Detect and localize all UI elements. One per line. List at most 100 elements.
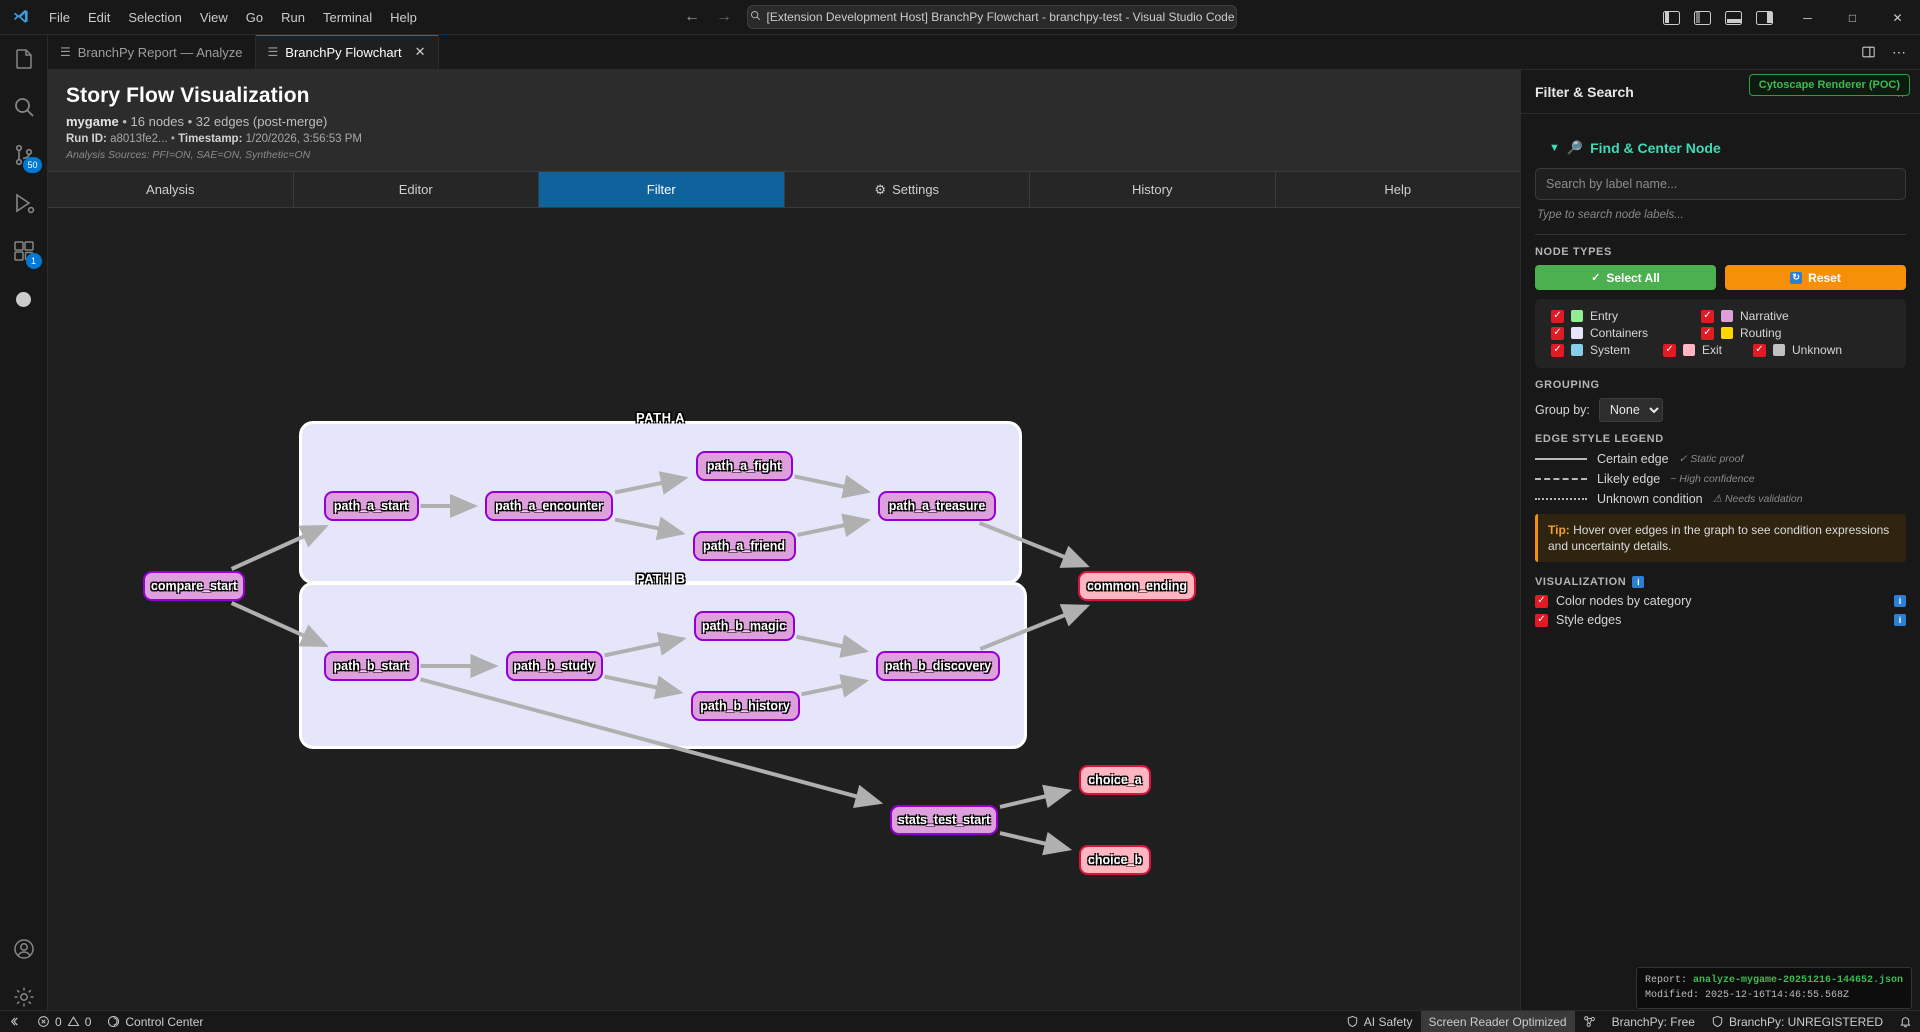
graph-edge-compare_start-to-path_a_start[interactable] [230, 524, 329, 571]
graph-node-path_b_discovery[interactable]: path_b_discovery [876, 651, 1000, 681]
node-type-containers[interactable]: ✓ Containers [1551, 326, 1701, 340]
branchpy-unregistered-button[interactable]: BranchPy: UNREGISTERED [1703, 1011, 1891, 1032]
checkbox-style-edges[interactable]: ✓ [1535, 613, 1548, 627]
menu-run[interactable]: Run [281, 9, 305, 25]
find-center-node-header[interactable]: ▼ 🔎 Find & Center Node [1549, 140, 1906, 156]
back-arrow-icon[interactable]: ← [684, 8, 700, 25]
checkbox-unknown[interactable]: ✓ [1753, 343, 1766, 357]
checkbox-exit[interactable]: ✓ [1663, 343, 1676, 357]
close-window-button[interactable]: ✕ [1892, 10, 1903, 25]
more-actions-icon[interactable]: ⋯ [1892, 43, 1906, 60]
activity-source-control-icon[interactable]: 50 [0, 131, 48, 179]
graph-edge-path_b_history-to-path_b_discovery[interactable] [801, 674, 870, 698]
branchpy-free-button[interactable]: BranchPy: Free [1604, 1011, 1703, 1032]
notifications-bell-icon[interactable] [1891, 1011, 1920, 1032]
toggle-panel-bottom-icon[interactable] [1725, 10, 1742, 25]
checkbox-system[interactable]: ✓ [1551, 343, 1564, 357]
node-type-system[interactable]: ✓ System [1551, 343, 1663, 357]
graph-edge-stats_test_start-to-choice_a[interactable] [999, 784, 1073, 809]
graph-node-path_a_fight[interactable]: path_a_fight [695, 451, 793, 481]
screen-reader-button[interactable]: Screen Reader Optimized [1420, 1010, 1575, 1032]
node-type-unknown[interactable]: ✓ Unknown [1753, 343, 1842, 357]
tab-branchpy-report[interactable]: ☰ BranchPy Report — Analyze [48, 35, 256, 69]
viz-option-style-edges[interactable]: ✓ Style edges i [1535, 613, 1906, 627]
activity-extensions-icon[interactable]: 1 [0, 227, 48, 275]
menu-go[interactable]: Go [245, 9, 264, 25]
toggle-panel-left-icon[interactable] [1694, 10, 1711, 25]
checkbox-routing[interactable]: ✓ [1701, 326, 1714, 340]
checkbox-entry[interactable]: ✓ [1551, 309, 1564, 323]
minimize-button[interactable]: ─ [1803, 10, 1812, 25]
graph-edge-path_a_friend-to-path_a_treasure[interactable] [797, 513, 872, 538]
graph-node-path_a_start[interactable]: path_a_start [323, 491, 419, 521]
command-center[interactable]: [Extension Development Host] BranchPy Fl… [747, 5, 1237, 29]
node-type-entry[interactable]: ✓ Entry [1551, 309, 1701, 323]
graph-edge-path_a_treasure-to-common_ending[interactable] [978, 521, 1090, 568]
tab-filter[interactable]: Filter [539, 172, 785, 207]
activity-run-debug-icon[interactable] [0, 179, 48, 227]
graph-node-path_a_encounter[interactable]: path_a_encounter [485, 491, 613, 521]
activity-custom-icon[interactable] [0, 275, 48, 323]
node-type-routing[interactable]: ✓ Routing [1701, 326, 1781, 340]
graph-node-stats_test_start[interactable]: stats_test_start [890, 805, 998, 835]
reset-button[interactable]: ↻ Reset [1725, 265, 1906, 290]
menu-terminal[interactable]: Terminal [323, 9, 373, 25]
viz-option-color-nodes[interactable]: ✓ Color nodes by category i [1535, 594, 1906, 608]
graph-node-choice_a[interactable]: choice_a [1079, 765, 1151, 795]
toggle-primary-sidebar-icon[interactable] [1663, 10, 1680, 25]
menu-view[interactable]: View [199, 9, 228, 25]
split-editor-icon[interactable] [1861, 45, 1876, 59]
graph-edge-path_b_discovery-to-common_ending[interactable] [979, 604, 1091, 651]
graph-edge-path_a_encounter-to-path_a_friend[interactable] [614, 516, 686, 541]
graph-edge-path_b_start-to-stats_test_start[interactable] [419, 677, 884, 808]
menu-help[interactable]: Help [390, 9, 417, 25]
branchpy-graph-icon[interactable] [1575, 1011, 1604, 1032]
menu-edit[interactable]: Edit [87, 9, 111, 25]
graph-edge-path_b_study-to-path_b_magic[interactable] [604, 632, 687, 658]
graph-node-path_b_study[interactable]: path_b_study [505, 651, 603, 681]
graph-node-path_a_friend[interactable]: path_a_friend [692, 531, 796, 561]
info-icon[interactable]: i [1894, 614, 1906, 627]
graph-node-path_b_history[interactable]: path_b_history [690, 691, 800, 721]
activity-accounts-icon[interactable] [0, 925, 48, 973]
tab-history[interactable]: History [1030, 172, 1276, 207]
activity-explorer-icon[interactable] [0, 35, 48, 83]
graph-edge-path_b_magic-to-path_b_discovery[interactable] [796, 634, 870, 658]
collapse-panel-icon[interactable]: ⌃ [1895, 91, 1906, 106]
graph-edge-path_a_fight-to-path_a_treasure[interactable] [794, 474, 872, 499]
search-input[interactable] [1535, 168, 1906, 200]
forward-arrow-icon[interactable]: → [716, 8, 732, 25]
tab-settings[interactable]: ⚙Settings [784, 172, 1030, 207]
tab-editor[interactable]: Editor [293, 172, 539, 207]
node-type-exit[interactable]: ✓ Exit [1663, 343, 1753, 357]
graph-node-common_ending[interactable]: common_ending [1078, 571, 1196, 601]
tab-help[interactable]: Help [1275, 172, 1520, 207]
graph-edge-path_b_study-to-path_b_history[interactable] [604, 674, 684, 700]
close-icon[interactable]: ✕ [414, 44, 426, 59]
tab-branchpy-flowchart[interactable]: ☰ BranchPy Flowchart ✕ [255, 35, 439, 69]
activity-settings-icon[interactable] [0, 973, 48, 1021]
node-type-narrative[interactable]: ✓ Narrative [1701, 309, 1789, 323]
tab-analysis[interactable]: Analysis [48, 172, 294, 207]
graph-node-compare_start[interactable]: compare_start [143, 571, 245, 601]
info-icon[interactable]: i [1632, 576, 1645, 589]
graph-node-path_a_treasure[interactable]: path_a_treasure [878, 491, 996, 521]
graph-edge-path_a_encounter-to-path_a_fight[interactable] [614, 471, 689, 495]
checkbox-containers[interactable]: ✓ [1551, 326, 1564, 340]
group-by-select[interactable]: None [1598, 398, 1663, 422]
control-center-button[interactable]: Control Center [99, 1011, 211, 1032]
ai-safety-button[interactable]: AI Safety [1338, 1011, 1421, 1032]
problems-button[interactable]: 0 0 [29, 1011, 99, 1032]
menu-selection[interactable]: Selection [128, 9, 182, 25]
activity-search-icon[interactable] [0, 83, 48, 131]
menu-file[interactable]: File [49, 9, 70, 25]
checkbox-color-nodes[interactable]: ✓ [1535, 594, 1548, 608]
graph-node-path_b_magic[interactable]: path_b_magic [693, 611, 795, 641]
maximize-button[interactable]: □ [1848, 10, 1857, 25]
graph-edge-stats_test_start-to-choice_b[interactable] [999, 831, 1073, 856]
graph-node-choice_b[interactable]: choice_b [1079, 845, 1151, 875]
graph-node-path_b_start[interactable]: path_b_start [323, 651, 419, 681]
remote-window-button[interactable] [0, 1011, 29, 1032]
toggle-secondary-sidebar-icon[interactable] [1756, 10, 1773, 25]
